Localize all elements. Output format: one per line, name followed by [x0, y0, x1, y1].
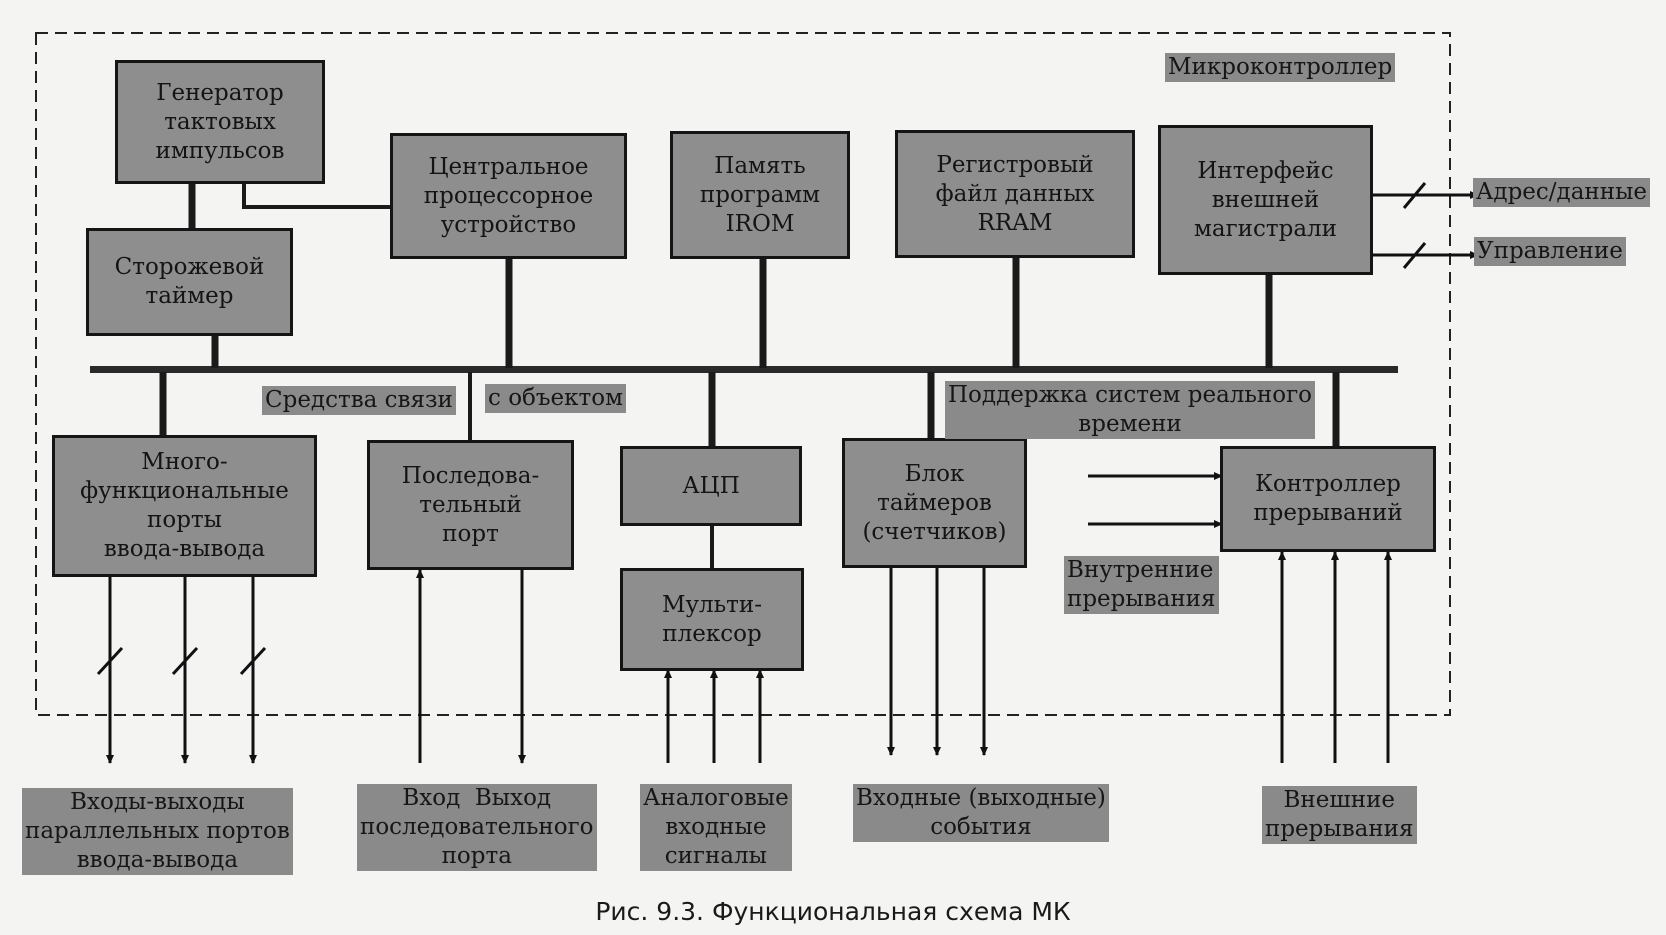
- realtime-support-label: Поддержка систем реального времени: [945, 381, 1316, 439]
- timers-block: Блок таймеров (счетчиков): [842, 438, 1027, 568]
- gpio-io-label: Входы-выходы параллельных портов ввода-в…: [22, 788, 293, 875]
- object-comm-label-left: Средства связи: [262, 386, 456, 415]
- watchdog-timer-label: Сторожевой таймер: [114, 254, 265, 309]
- gpio-ports-label: Много- функциональные порты ввода-вывода: [80, 449, 289, 562]
- mc-boundary: [35, 32, 1451, 716]
- adc-label: АЦП: [682, 472, 740, 499]
- system-bus: [90, 366, 1398, 373]
- figure-caption: Рис. 9.3. Функциональная схема МК: [595, 897, 1071, 926]
- timers-label: Блок таймеров (счетчиков): [862, 460, 1007, 545]
- ext-bus-interface-label: Интерфейс внешней магистрали: [1194, 157, 1337, 242]
- interrupt-controller-label: Контроллер прерываний: [1253, 471, 1403, 526]
- internal-interrupts-label: Внутренние прерывания: [1064, 556, 1219, 614]
- control-label: Управление: [1474, 237, 1626, 266]
- serial-port-block: Последова- тельный порт: [367, 440, 574, 570]
- rram-block: Регистровый файл данных RRAM: [895, 130, 1135, 258]
- clock-generator-label: Генератор тактовых импульсов: [155, 79, 285, 164]
- ext-bus-interface-block: Интерфейс внешней магистрали: [1158, 125, 1373, 275]
- multiplexer-label: Мульти- плексор: [661, 591, 763, 647]
- external-interrupts-label: Внешние прерывания: [1262, 786, 1417, 844]
- irom-block: Память программ IROM: [670, 131, 850, 259]
- cpu-block: Центральное процессорное устройство: [390, 133, 627, 259]
- clock-generator-block: Генератор тактовых импульсов: [115, 60, 325, 184]
- address-data-label: Адрес/данные: [1473, 178, 1650, 207]
- watchdog-timer-block: Сторожевой таймер: [86, 228, 293, 336]
- serial-port-label: Последова- тельный порт: [401, 462, 540, 547]
- interrupt-controller-block: Контроллер прерываний: [1220, 446, 1436, 552]
- timer-events-label: Входные (выходные) события: [853, 784, 1109, 842]
- adc-block: АЦП: [620, 446, 802, 526]
- microcontroller-title: Микроконтроллер: [1165, 53, 1396, 82]
- rram-label: Регистровый файл данных RRAM: [935, 151, 1095, 236]
- multiplexer-block: Мульти- плексор: [620, 568, 804, 671]
- cpu-label: Центральное процессорное устройство: [423, 153, 594, 238]
- object-comm-label-right: с объектом: [485, 384, 626, 413]
- irom-label: Память программ IROM: [699, 152, 821, 237]
- gpio-ports-block: Много- функциональные порты ввода-вывода: [52, 435, 317, 577]
- serial-io-label: Вход Выход последовательного порта: [357, 784, 597, 871]
- analog-inputs-label: Аналоговые входные сигналы: [640, 784, 792, 871]
